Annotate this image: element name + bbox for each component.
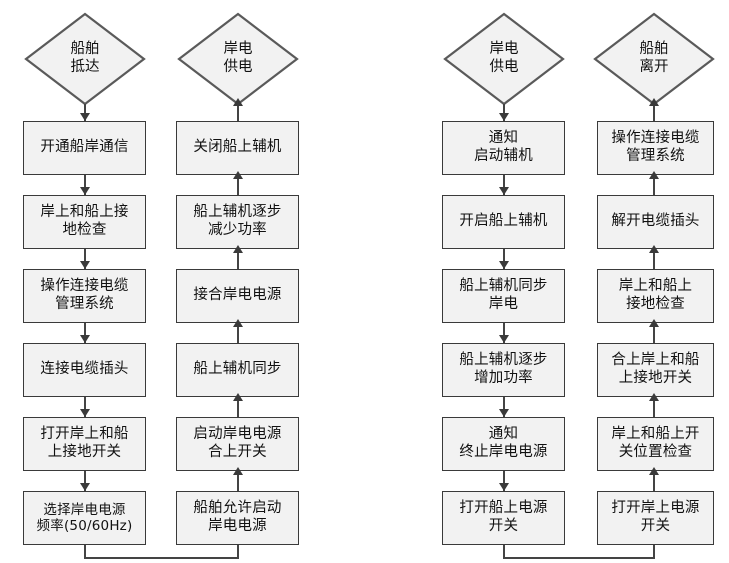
col-4-step-5: 岸上和船上开 关位置检查: [597, 417, 714, 471]
col-3-connector-5: [503, 471, 505, 492]
col-1-step-2: 岸上和船上接 地检查: [23, 195, 146, 249]
col-1-arrow-start: [80, 113, 90, 121]
col-4-arrow-4: [649, 393, 659, 401]
col-1-connector-4: [84, 397, 86, 418]
col-2-connector-start: [237, 105, 239, 122]
col-3-step-4: 船上辅机逐步 增加功率: [442, 343, 565, 397]
col-4-arrow-2: [649, 245, 659, 253]
col-1-arrow-5: [80, 483, 90, 491]
col-4-step-3: 岸上和船上 接地检查: [597, 269, 714, 323]
col-1-arrow-1: [80, 187, 90, 195]
col-2-connector-5: [237, 473, 239, 492]
col-4-arrow-1: [649, 171, 659, 179]
col-3-step-3: 船上辅机同步 岸电: [442, 269, 565, 323]
col-1-step-6: 选择岸电电源 频率(50/60Hz): [23, 491, 146, 545]
col-3-step-2: 开启船上辅机: [442, 195, 565, 249]
col-3-connector-3: [503, 323, 505, 344]
col-2-connector-1: [237, 177, 239, 196]
col-1-step-1: 开通船岸通信: [23, 121, 146, 175]
col-2-step-6: 船舶允许启动 岸电电源: [176, 491, 299, 545]
col-4-step-6: 打开岸上电源 开关: [597, 491, 714, 545]
col-2-step-4: 船上辅机同步: [176, 343, 299, 397]
col-3-arrow-1: [499, 187, 509, 195]
col-4-end-label: 船舶 离开: [639, 41, 669, 75]
col-2-end-label: 岸电 供电: [223, 41, 253, 75]
col-3-arrow-4: [499, 409, 509, 417]
col-2-connector-2: [237, 251, 239, 270]
col-2-step-2: 船上辅机逐步 减少功率: [176, 195, 299, 249]
col-3-connector-4: [503, 397, 505, 418]
col-1-arrow-4: [80, 409, 90, 417]
col-4-arrow-3: [649, 319, 659, 327]
col-1-connector-2: [84, 249, 86, 270]
col-1-connector-1: [84, 175, 86, 196]
col-2-step-5: 启动岸电电源 合上开关: [176, 417, 299, 471]
col-1-step-5: 打开岸上和船 上接地开关: [23, 417, 146, 471]
col-2-start-diamond: 岸电 供电: [177, 12, 299, 106]
col-1-step-3: 操作连接电缆 管理系统: [23, 269, 146, 323]
col-4-step-1: 操作连接电缆 管理系统: [597, 121, 714, 175]
col-2-arrow-5: [233, 467, 243, 475]
col-1-arrow-2: [80, 261, 90, 269]
col-4-step-4: 合上岸上和船 上接地开关: [597, 343, 714, 397]
col-3-arrow-start: [499, 113, 509, 121]
col-2-arrow-1: [233, 171, 243, 179]
col-3-arrow-3: [499, 335, 509, 343]
col-1-start-diamond: 船舶 抵达: [24, 12, 146, 106]
col-1-start-label: 船舶 抵达: [70, 41, 100, 75]
col-1-connector-3: [84, 323, 86, 344]
col-4-connector-2: [653, 251, 655, 270]
col-3-arrow-5: [499, 483, 509, 491]
col-3-connector-1: [503, 175, 505, 196]
col-4-arrow-5: [649, 467, 659, 475]
col-3-connector-2: [503, 249, 505, 270]
col-2-connector-3: [237, 325, 239, 344]
col-3-start-label: 岸电 供电: [489, 41, 519, 75]
col-3-step-1: 通知 启动辅机: [442, 121, 565, 175]
col-2-step-1: 关闭船上辅机: [176, 121, 299, 175]
link-col3-col4-across: [503, 557, 655, 559]
col-4-end-diamond: 船舶 离开: [593, 12, 715, 106]
col-3-step-5: 通知 终止岸电电源: [442, 417, 565, 471]
col-2-arrow-4: [233, 393, 243, 401]
col-2-connector-4: [237, 399, 239, 418]
col-1-step-4: 连接电缆插头: [23, 343, 146, 397]
col-2-step-3: 接合岸电电源: [176, 269, 299, 323]
col-4-connector-1: [653, 177, 655, 196]
col-2-arrow-start: [233, 98, 243, 106]
col-4-connector-3: [653, 325, 655, 344]
link-col1-col2-across: [84, 557, 239, 559]
col-1-arrow-3: [80, 335, 90, 343]
col-4-connector-start: [653, 105, 655, 122]
col-3-arrow-2: [499, 261, 509, 269]
col-4-connector-4: [653, 399, 655, 418]
link-col1-col2-down: [84, 545, 86, 559]
col-3-start-diamond: 岸电 供电: [443, 12, 565, 106]
col-4-connector-5: [653, 473, 655, 492]
col-2-arrow-2: [233, 245, 243, 253]
link-col3-col4-down: [503, 545, 505, 559]
col-2-arrow-3: [233, 319, 243, 327]
col-4-arrow-start: [649, 98, 659, 106]
col-4-step-2: 解开电缆插头: [597, 195, 714, 249]
col-3-step-6: 打开船上电源 开关: [442, 491, 565, 545]
col-1-connector-5: [84, 471, 86, 492]
